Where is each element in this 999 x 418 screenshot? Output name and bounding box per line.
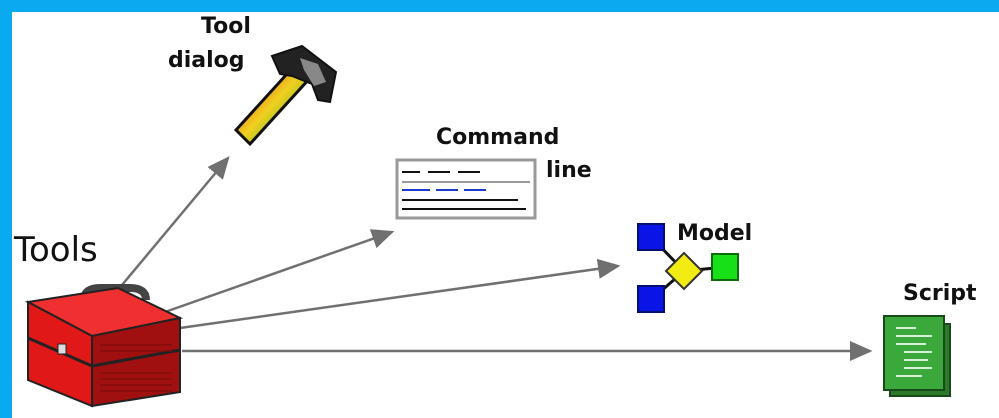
tool-dialog-label-line2: dialog	[168, 48, 245, 73]
source-label-tools: Tools	[14, 230, 98, 270]
command-line-label-line1: Command	[436, 125, 560, 150]
command-line-label-line2: line	[546, 158, 592, 183]
arrow-to-model	[179, 258, 621, 330]
model-diagram-icon	[637, 223, 739, 313]
arrow-to-command-line	[164, 229, 395, 314]
arrow-to-tool-dialog	[121, 156, 230, 286]
script-label: Script	[903, 281, 977, 306]
tool-dialog-label-line1: Tool	[201, 14, 251, 39]
hammer-icon	[233, 44, 338, 147]
toolbox-icon	[24, 284, 184, 408]
model-label: Model	[677, 221, 753, 246]
script-document-icon	[883, 315, 951, 397]
arrows	[121, 156, 873, 361]
command-window-icon	[395, 158, 537, 220]
